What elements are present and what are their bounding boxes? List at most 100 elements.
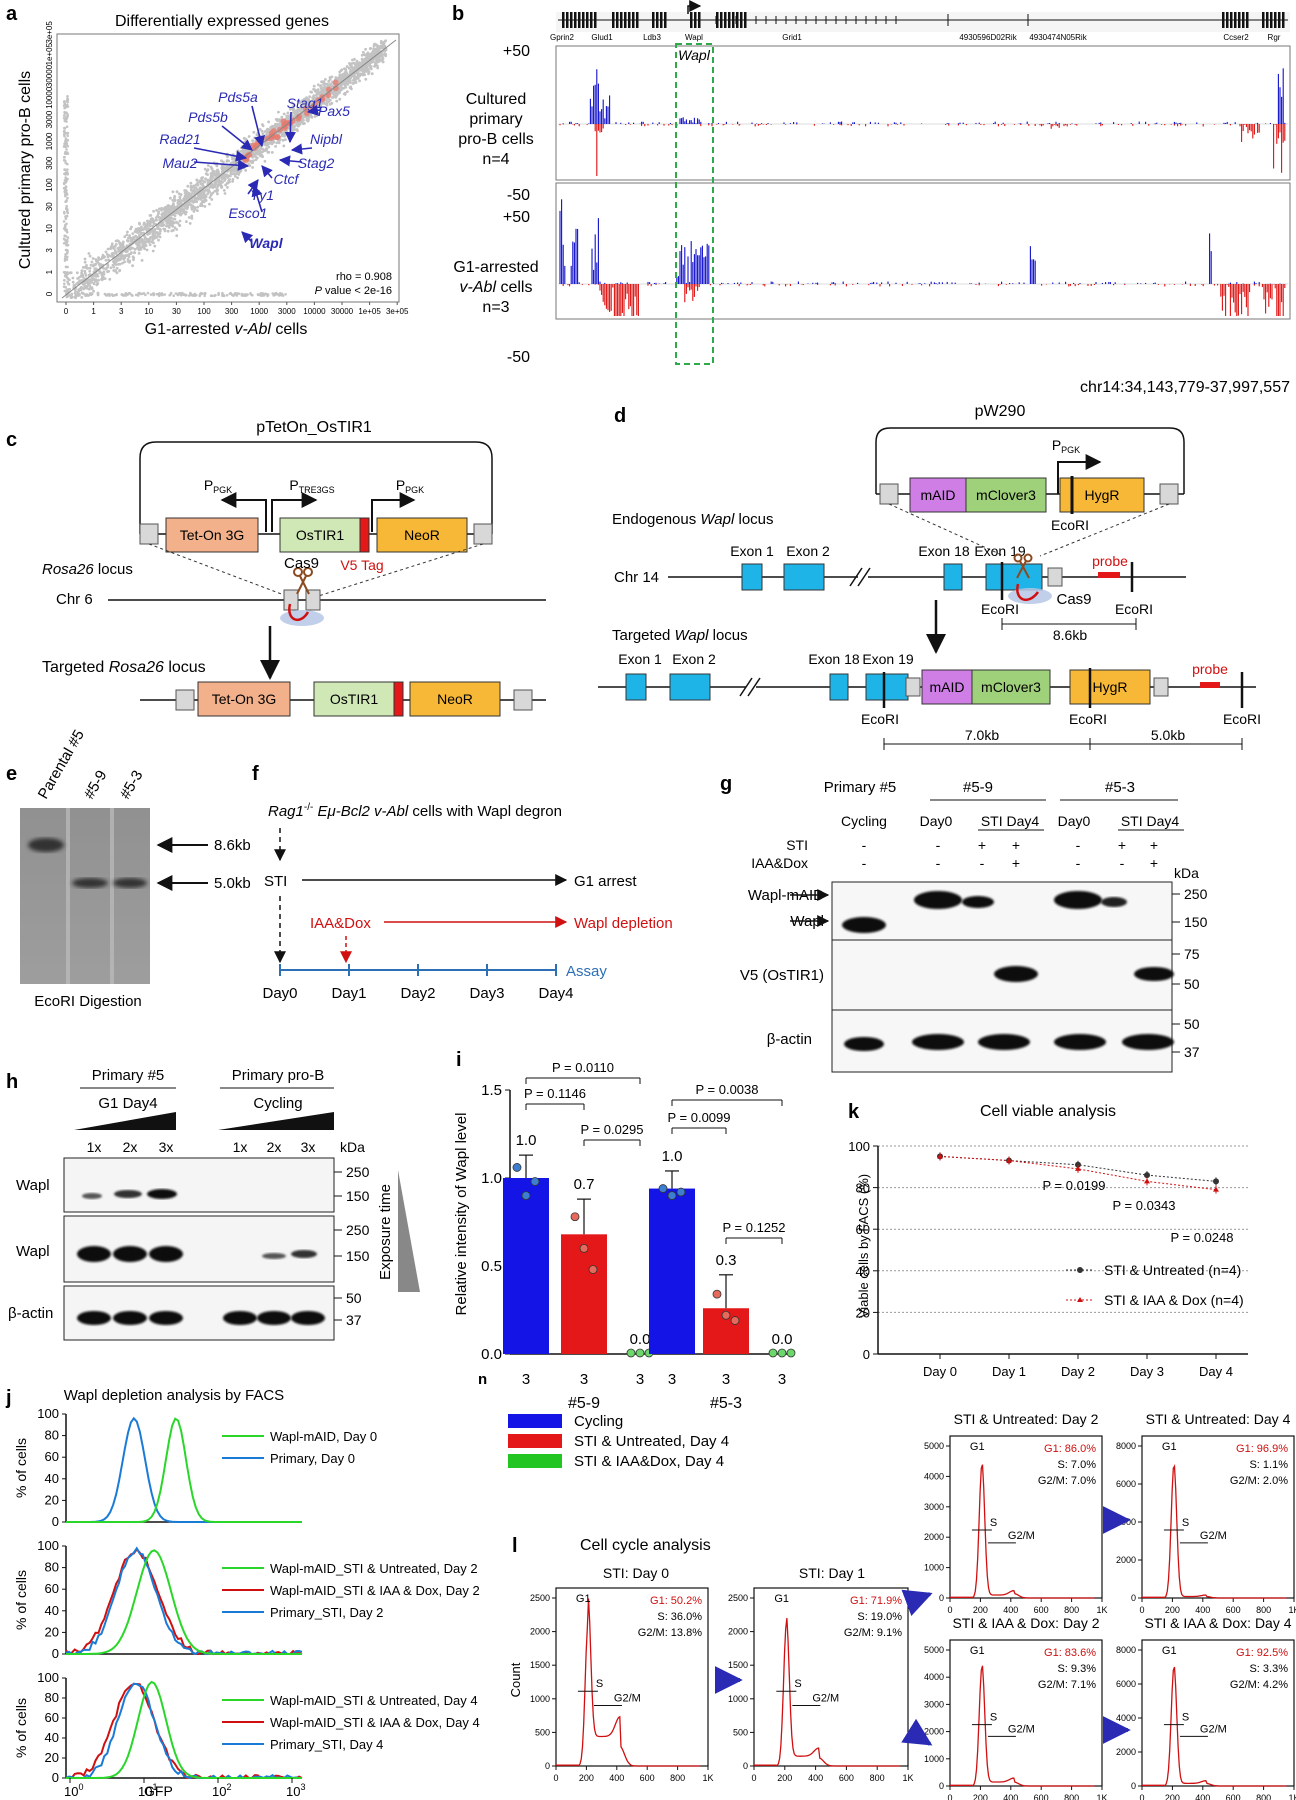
cellcycle-plot-title: STI & Untreated: Day 4 (1146, 1411, 1291, 1427)
svg-text:mAID: mAID (930, 679, 965, 695)
data-point (667, 1191, 677, 1200)
xtick: 800 (1064, 1605, 1079, 1615)
iaa-sign: - (936, 855, 941, 871)
xtick: Day 3 (1130, 1364, 1164, 1379)
gene-arrow (284, 111, 296, 144)
ytick: 0 (939, 1593, 944, 1603)
n-value: 3 (580, 1371, 588, 1388)
panel-d: d pW290 mAID mClover3 HygR PPGK EcoRI En… (598, 403, 1261, 750)
ytick: 1500 (530, 1660, 550, 1670)
xtick: 200 (1165, 1793, 1180, 1800)
gene-arrow (278, 155, 303, 167)
g1-percent: G1: 92.5% (1236, 1647, 1288, 1659)
ytick: 3e+05 (45, 21, 54, 44)
panel-e: e Parental #5 #5-9 #5-3 8.6kb 5.0kb EcoR… (6, 727, 251, 1010)
blot-wapl-long (63, 1215, 335, 1283)
iaa-sign: - (862, 855, 867, 871)
svg-text:STI Day4: STI Day4 (1121, 813, 1180, 829)
ytick: 80 (45, 1428, 59, 1443)
cellcycle-title: Cell cycle analysis (580, 1537, 711, 1554)
svg-text:EcoRI: EcoRI (1069, 711, 1107, 727)
cellcycle-frame (1141, 1639, 1295, 1787)
ytick: 30000 (45, 64, 54, 87)
xtick: 1K (1096, 1793, 1107, 1800)
svg-text:n=4: n=4 (482, 151, 509, 168)
xtick: 600 (1034, 1605, 1049, 1615)
svg-text:IAA&Dox: IAA&Dox (310, 915, 371, 932)
xtick: 1K (702, 1773, 713, 1783)
homology-arm-right (473, 523, 493, 545)
track1-plus: +50 (503, 43, 530, 60)
ytick: 500 (733, 1727, 748, 1737)
pvalue: P = 0.0110 (552, 1060, 614, 1075)
bar-chart: 0.00.51.01.51.030.730.03#5-91.030.330.03… (478, 1060, 796, 1412)
g1-percent: G1: 96.9% (1236, 1443, 1288, 1455)
gene-label-rad21: Rad21 (159, 131, 200, 147)
data-point (521, 1191, 531, 1200)
wapl-box-label: Wapl (678, 47, 711, 63)
panel-label-e: e (6, 763, 17, 785)
svg-text:#5-3: #5-3 (1105, 779, 1135, 796)
g2m-percent: G2/M: 9.1% (844, 1627, 902, 1639)
mw-label: 250 (346, 1164, 370, 1180)
xtick: 3e+05 (386, 307, 409, 316)
ytick: 60 (45, 1449, 59, 1464)
xtick: 102 (212, 1782, 231, 1799)
highlight-point (332, 79, 339, 86)
svg-text:probe: probe (1092, 553, 1128, 569)
gate-g2m: G2/M (812, 1692, 839, 1704)
scissors-icon (1013, 553, 1033, 579)
bar-ylabel: Relative intensity of Wapl level (453, 1113, 470, 1316)
neor-box (376, 517, 468, 553)
facs-legend: Wapl-mAID_STI & Untreated, Day 2 (270, 1561, 478, 1576)
mw-label: 75 (1184, 946, 1200, 962)
rho-label: rho = 0.908 (336, 271, 392, 283)
v5-tag-label: V5 Tag (340, 557, 383, 573)
svg-text:G1 arrest: G1 arrest (574, 873, 637, 890)
cas9-c-label: Cas9 (284, 555, 319, 572)
ytick: 0 (939, 1781, 944, 1791)
svg-text:Wapl depletion: Wapl depletion (574, 915, 673, 932)
g1-percent: G1: 83.6% (1044, 1647, 1096, 1659)
svg-text:Wapl: Wapl (16, 1177, 50, 1194)
xtick: 1K (1288, 1793, 1296, 1800)
ytick: 1e+05 (45, 42, 54, 65)
track-gene-label: Gprin2 (550, 33, 575, 42)
gradient-wedge-1 (74, 1112, 176, 1130)
ytick: 300 (45, 156, 54, 170)
facs-curve (66, 1680, 302, 1779)
diagonal-line (61, 39, 397, 299)
southern-gel (20, 808, 150, 984)
plasmid-c-name: pTetOn_OsTIR1 (256, 419, 372, 436)
ytick: 4000 (924, 1471, 944, 1481)
svg-text:n=3: n=3 (482, 299, 509, 316)
facs-curve (65, 1682, 302, 1780)
data-point (768, 1348, 778, 1358)
ytick: 2000 (1116, 1555, 1136, 1565)
panel-label-f: f (252, 763, 259, 785)
svg-text:Exon 1: Exon 1 (730, 543, 774, 559)
bar-value-label: 1.0 (516, 1132, 537, 1149)
xtick: Day 2 (1061, 1364, 1095, 1379)
data-point (712, 1289, 722, 1299)
xtick: 0 (1139, 1793, 1144, 1800)
ytick: 4000 (924, 1672, 944, 1682)
sti-sign: - (1076, 837, 1081, 853)
facs-legend: Wapl-mAID_STI & IAA & Dox, Day 2 (270, 1583, 480, 1598)
gate-g1: G1 (970, 1645, 985, 1657)
xtick: 1K (902, 1773, 913, 1783)
svg-text:EcoRI: EcoRI (1051, 517, 1089, 533)
blot-actin-h (63, 1285, 335, 1341)
lane-label: 1x (87, 1139, 102, 1155)
data-point (730, 1316, 740, 1325)
s-percent: S: 3.3% (1249, 1663, 1288, 1675)
bar (561, 1234, 607, 1354)
lane-label: 3x (301, 1139, 316, 1155)
sti-sign: + (1118, 837, 1126, 853)
xtick: 400 (808, 1773, 823, 1783)
ppgk-c2: PPGK (396, 477, 424, 495)
track-gene-label: 4930596D02Rik (959, 33, 1017, 42)
teton-box (165, 517, 259, 553)
